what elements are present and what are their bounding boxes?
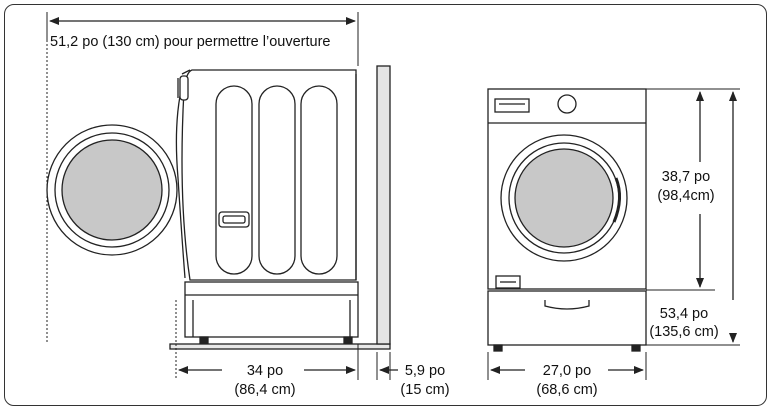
- width-imperial-label: 27,0 po: [543, 363, 591, 379]
- door-clearance-label: 51,2 po (130 cm) pour permettre l’ouvert…: [50, 34, 330, 50]
- side-washer-body: [175, 69, 357, 281]
- wall: [376, 65, 391, 345]
- depth-imperial-label: 34 po: [247, 363, 283, 379]
- depth-metric-label: (86,4 cm): [234, 382, 295, 398]
- front-pedestal: [487, 290, 647, 352]
- diagram-frame: [4, 4, 767, 406]
- total-height-metric-label: (135,6 cm): [649, 324, 718, 340]
- total-height-imperial-label: 53,4 po: [660, 306, 708, 322]
- side-pedestal: [184, 281, 359, 344]
- wall-gap-metric-label: (15 cm): [400, 382, 449, 398]
- front-washer-body: [487, 88, 647, 290]
- wall-gap-imperial-label: 5,9 po: [405, 363, 445, 379]
- width-metric-label: (68,6 cm): [536, 382, 597, 398]
- front-view: [487, 88, 740, 380]
- floor: [169, 343, 391, 350]
- height-imperial-label: 38,7 po: [662, 169, 710, 185]
- side-view: [46, 12, 398, 380]
- height-metric-label: (98,4cm): [657, 188, 714, 204]
- open-door: [46, 124, 178, 256]
